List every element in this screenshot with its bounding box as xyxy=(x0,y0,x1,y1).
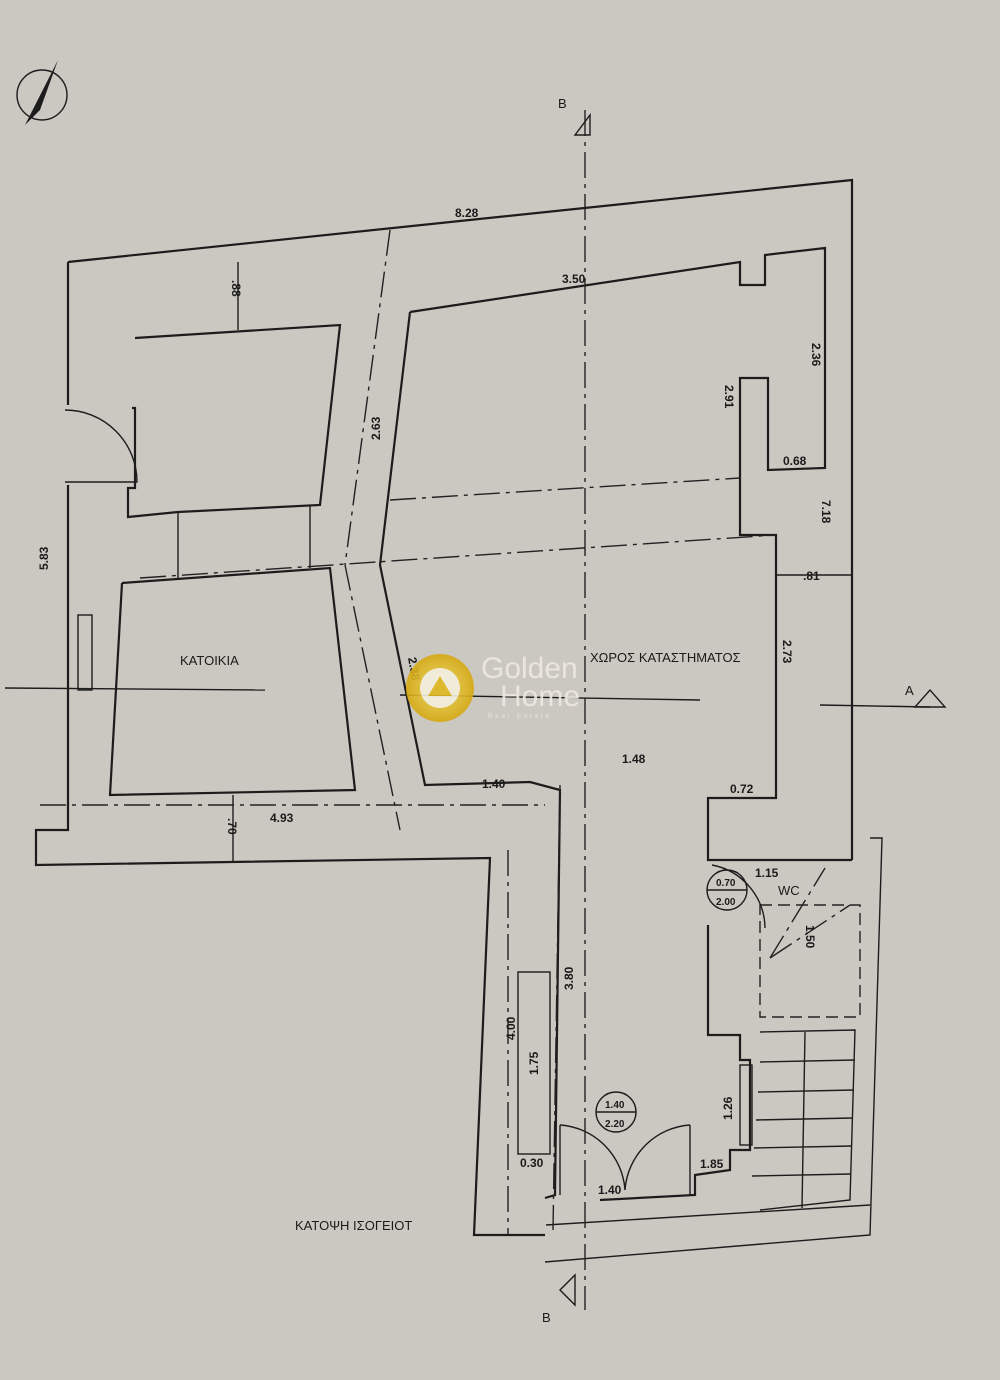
fixtures xyxy=(64,409,766,1195)
main-door-height: 2.20 xyxy=(605,1119,625,1130)
dim-81: .81 xyxy=(803,569,820,583)
dim-1-85: 1.85 xyxy=(700,1157,724,1171)
dim-70: .70 xyxy=(225,818,239,835)
dim-3-80: 3.80 xyxy=(562,966,576,990)
watermark-line-2: Home xyxy=(500,680,580,713)
dim-0-72: 0.72 xyxy=(730,782,754,796)
room-label-wc: WC xyxy=(778,883,800,898)
room-label-residence: ΚΑΤΟΙΚΙΑ xyxy=(180,653,239,668)
dim-3-50: 3.50 xyxy=(562,272,586,286)
dim-1-40: 1.40 xyxy=(482,777,506,791)
dim-1-40-door: 1.40 xyxy=(598,1183,622,1197)
dimension-labels: 8.28 3.50 .88 2.63 2.36 2.91 0.68 7.18 .… xyxy=(37,206,833,1197)
section-mark-a: A xyxy=(905,683,914,698)
section-mark-b-top: B xyxy=(558,96,567,111)
watermark-line-3: Real Estate xyxy=(488,714,552,720)
dim-7-18: 7.18 xyxy=(819,500,833,524)
outer-walls xyxy=(34,178,854,1237)
section-mark-b-bottom: B xyxy=(542,1310,551,1325)
dim-2-36: 2.36 xyxy=(809,343,823,367)
dim-1-50: 1.50 xyxy=(803,925,817,949)
dim-4-93: 4.93 xyxy=(270,811,294,825)
dim-88: .88 xyxy=(229,280,243,297)
dim-1-26: 1.26 xyxy=(721,1096,735,1120)
dim-4-00: 4.00 xyxy=(504,1016,518,1040)
dim-2-63: 2.63 xyxy=(369,416,383,440)
dim-1-48: 1.48 xyxy=(622,752,646,766)
dim-2-91: 2.91 xyxy=(722,385,736,409)
dim-1-75: 1.75 xyxy=(527,1051,541,1075)
north-arrow-icon xyxy=(16,60,68,125)
dim-2-73: 2.73 xyxy=(780,640,794,664)
main-door-width: 1.40 xyxy=(605,1100,625,1111)
dim-8-28: 8.28 xyxy=(455,206,479,220)
wc-door-height: 2.00 xyxy=(716,897,736,908)
room-label-shop: ΧΩΡΟΣ ΚΑΤΑΣΤΗΜΑΤΟΣ xyxy=(590,650,741,665)
wc-door-width: 0.70 xyxy=(716,878,736,889)
dim-5-83: 5.83 xyxy=(37,546,51,570)
dim-0-30: 0.30 xyxy=(520,1156,544,1170)
dim-0-68: 0.68 xyxy=(783,454,807,468)
watermark-line-1: Golden xyxy=(481,652,578,685)
golden-home-watermark: Golden Home Real Estate xyxy=(406,652,580,722)
plan-title: ΚΑΤΟΨΗ ΙΣΟΓΕΙΟΤ xyxy=(295,1218,412,1233)
door-tag-wc: 0.70 2.00 xyxy=(706,869,748,911)
door-tag-main: 1.40 2.20 xyxy=(595,1091,637,1133)
staircase xyxy=(544,837,883,1263)
dim-1-15: 1.15 xyxy=(755,866,779,880)
